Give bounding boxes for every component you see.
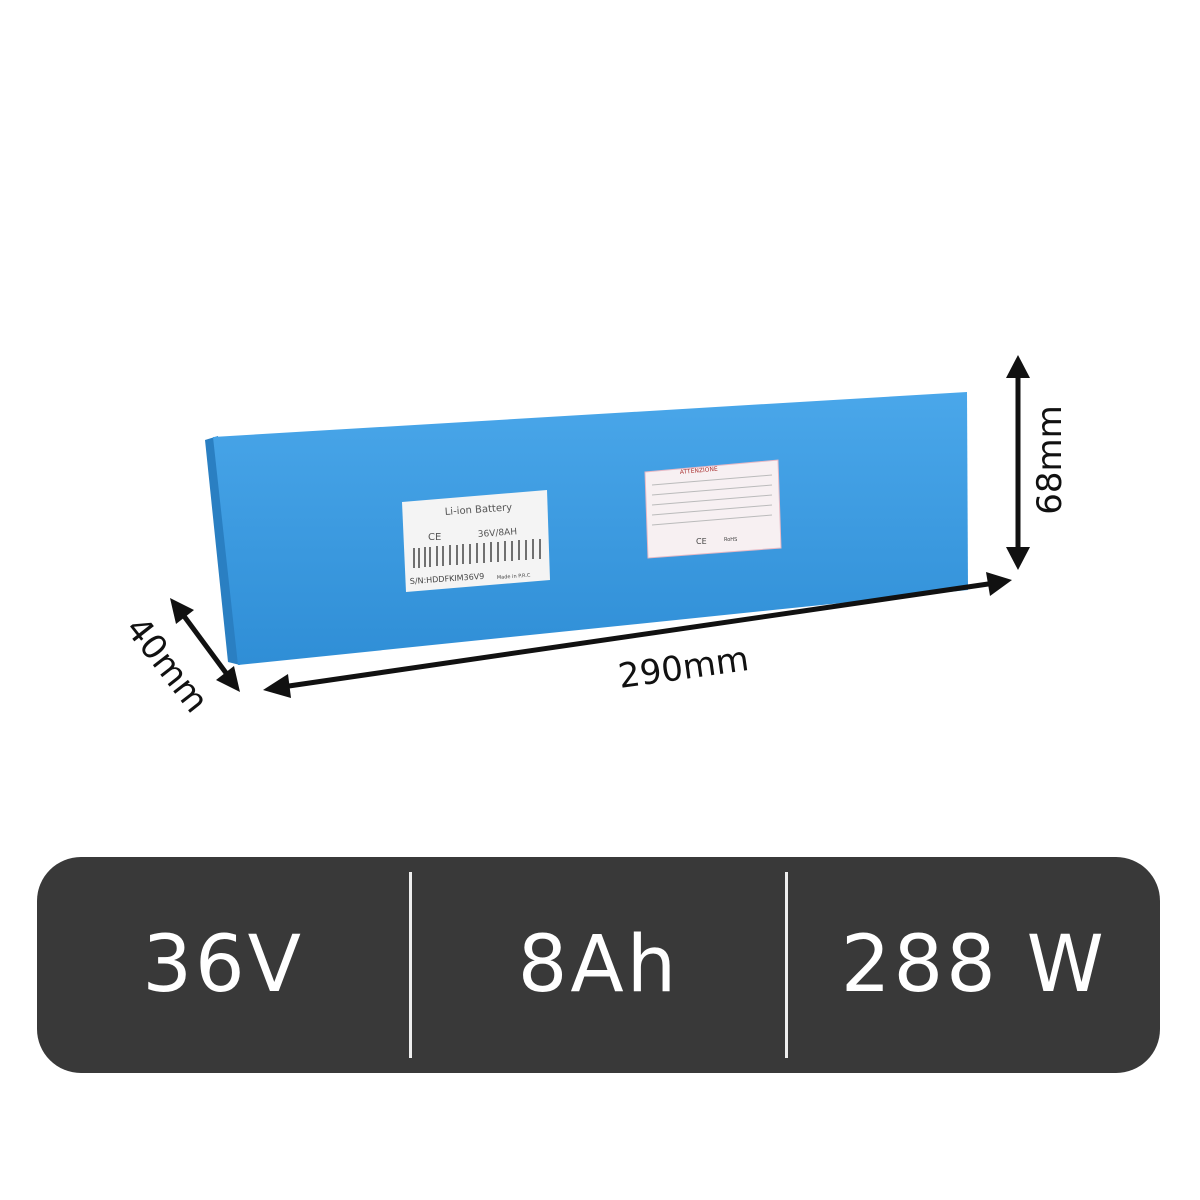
dimension-arrows bbox=[170, 355, 1030, 698]
svg-text:Li-ion Battery: Li-ion Battery bbox=[444, 502, 512, 518]
divider bbox=[784, 872, 788, 1058]
divider bbox=[409, 872, 413, 1058]
svg-text:CE: CE bbox=[696, 537, 707, 546]
voltage-spec: 36V bbox=[142, 920, 304, 1010]
svg-text:CE: CE bbox=[428, 532, 441, 543]
svg-text:RoHS: RoHS bbox=[724, 537, 737, 543]
svg-text:36V/8AH: 36V/8AH bbox=[478, 527, 518, 540]
battery-illustration: Li-ion Battery 36V/8AH CE S/N:HDDFKIM36V… bbox=[170, 355, 1030, 698]
battery-body bbox=[213, 392, 968, 665]
energy-spec: 288 W bbox=[840, 920, 1107, 1010]
height-label: 68mm bbox=[1029, 405, 1070, 515]
product-label: Li-ion Battery 36V/8AH CE S/N:HDDFKIM36V… bbox=[402, 490, 550, 592]
warning-label: ATTENZIONE CE RoHS bbox=[644, 459, 782, 559]
svg-text:ATTENZIONE: ATTENZIONE bbox=[680, 466, 719, 476]
spec-bar: 36V 8Ah 288 W bbox=[37, 857, 1160, 1073]
battery-end-face bbox=[205, 436, 240, 665]
svg-text:Made in P.R.C: Made in P.R.C bbox=[497, 573, 531, 581]
capacity-spec: 8Ah bbox=[517, 920, 680, 1010]
